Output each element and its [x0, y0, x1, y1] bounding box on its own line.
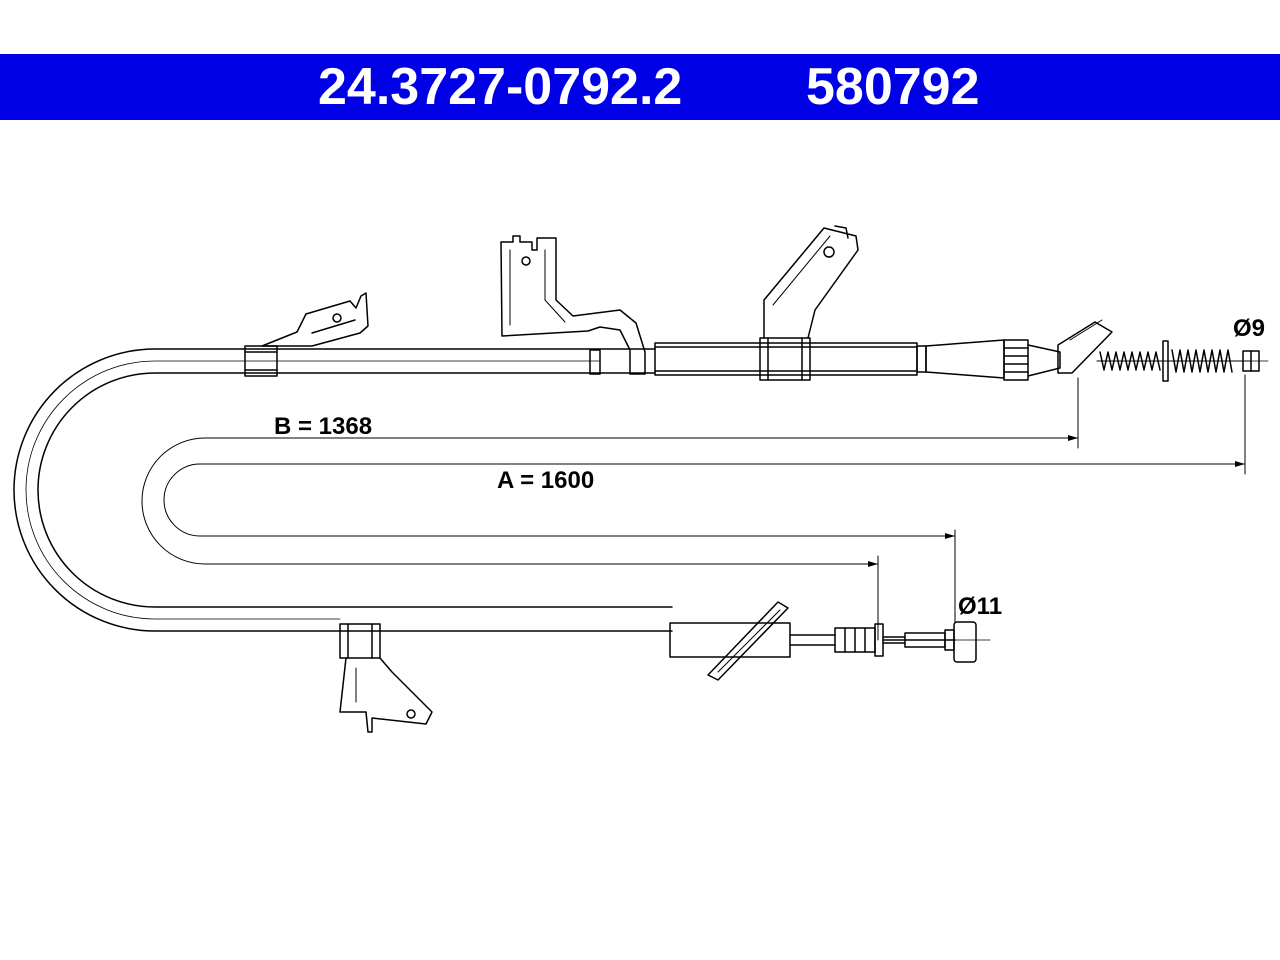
left-end-fitting: [834, 621, 991, 663]
header-bar: 24.3727-0792.2 580792: [0, 54, 1280, 120]
diameter-label-right: Ø9: [1233, 315, 1265, 342]
dimension-label-b: B = 1368: [274, 413, 372, 440]
part-number: 24.3727-0792.2: [318, 58, 683, 116]
bottom-sleeve: [669, 601, 836, 681]
bracket-angled-mid: [763, 225, 859, 339]
cable-sleeve-mid: [654, 337, 918, 381]
cable-outer-sheath-upper: [13, 348, 673, 632]
cable-sheath-midline: [25, 360, 601, 620]
right-end-fitting: [916, 319, 1269, 382]
cable-outer-sheath-lower: [37, 372, 673, 608]
bracket-top-left: [244, 292, 369, 377]
reference-number: 580792: [806, 58, 980, 116]
diameter-label-left: Ø11: [958, 593, 1002, 620]
dimension-arrows: [868, 435, 1245, 567]
bracket-top-center: [500, 235, 646, 375]
dimension-label-a: A = 1600: [497, 467, 594, 494]
dimension-lines: [141, 374, 1246, 641]
bracket-bottom-left: [339, 623, 433, 733]
